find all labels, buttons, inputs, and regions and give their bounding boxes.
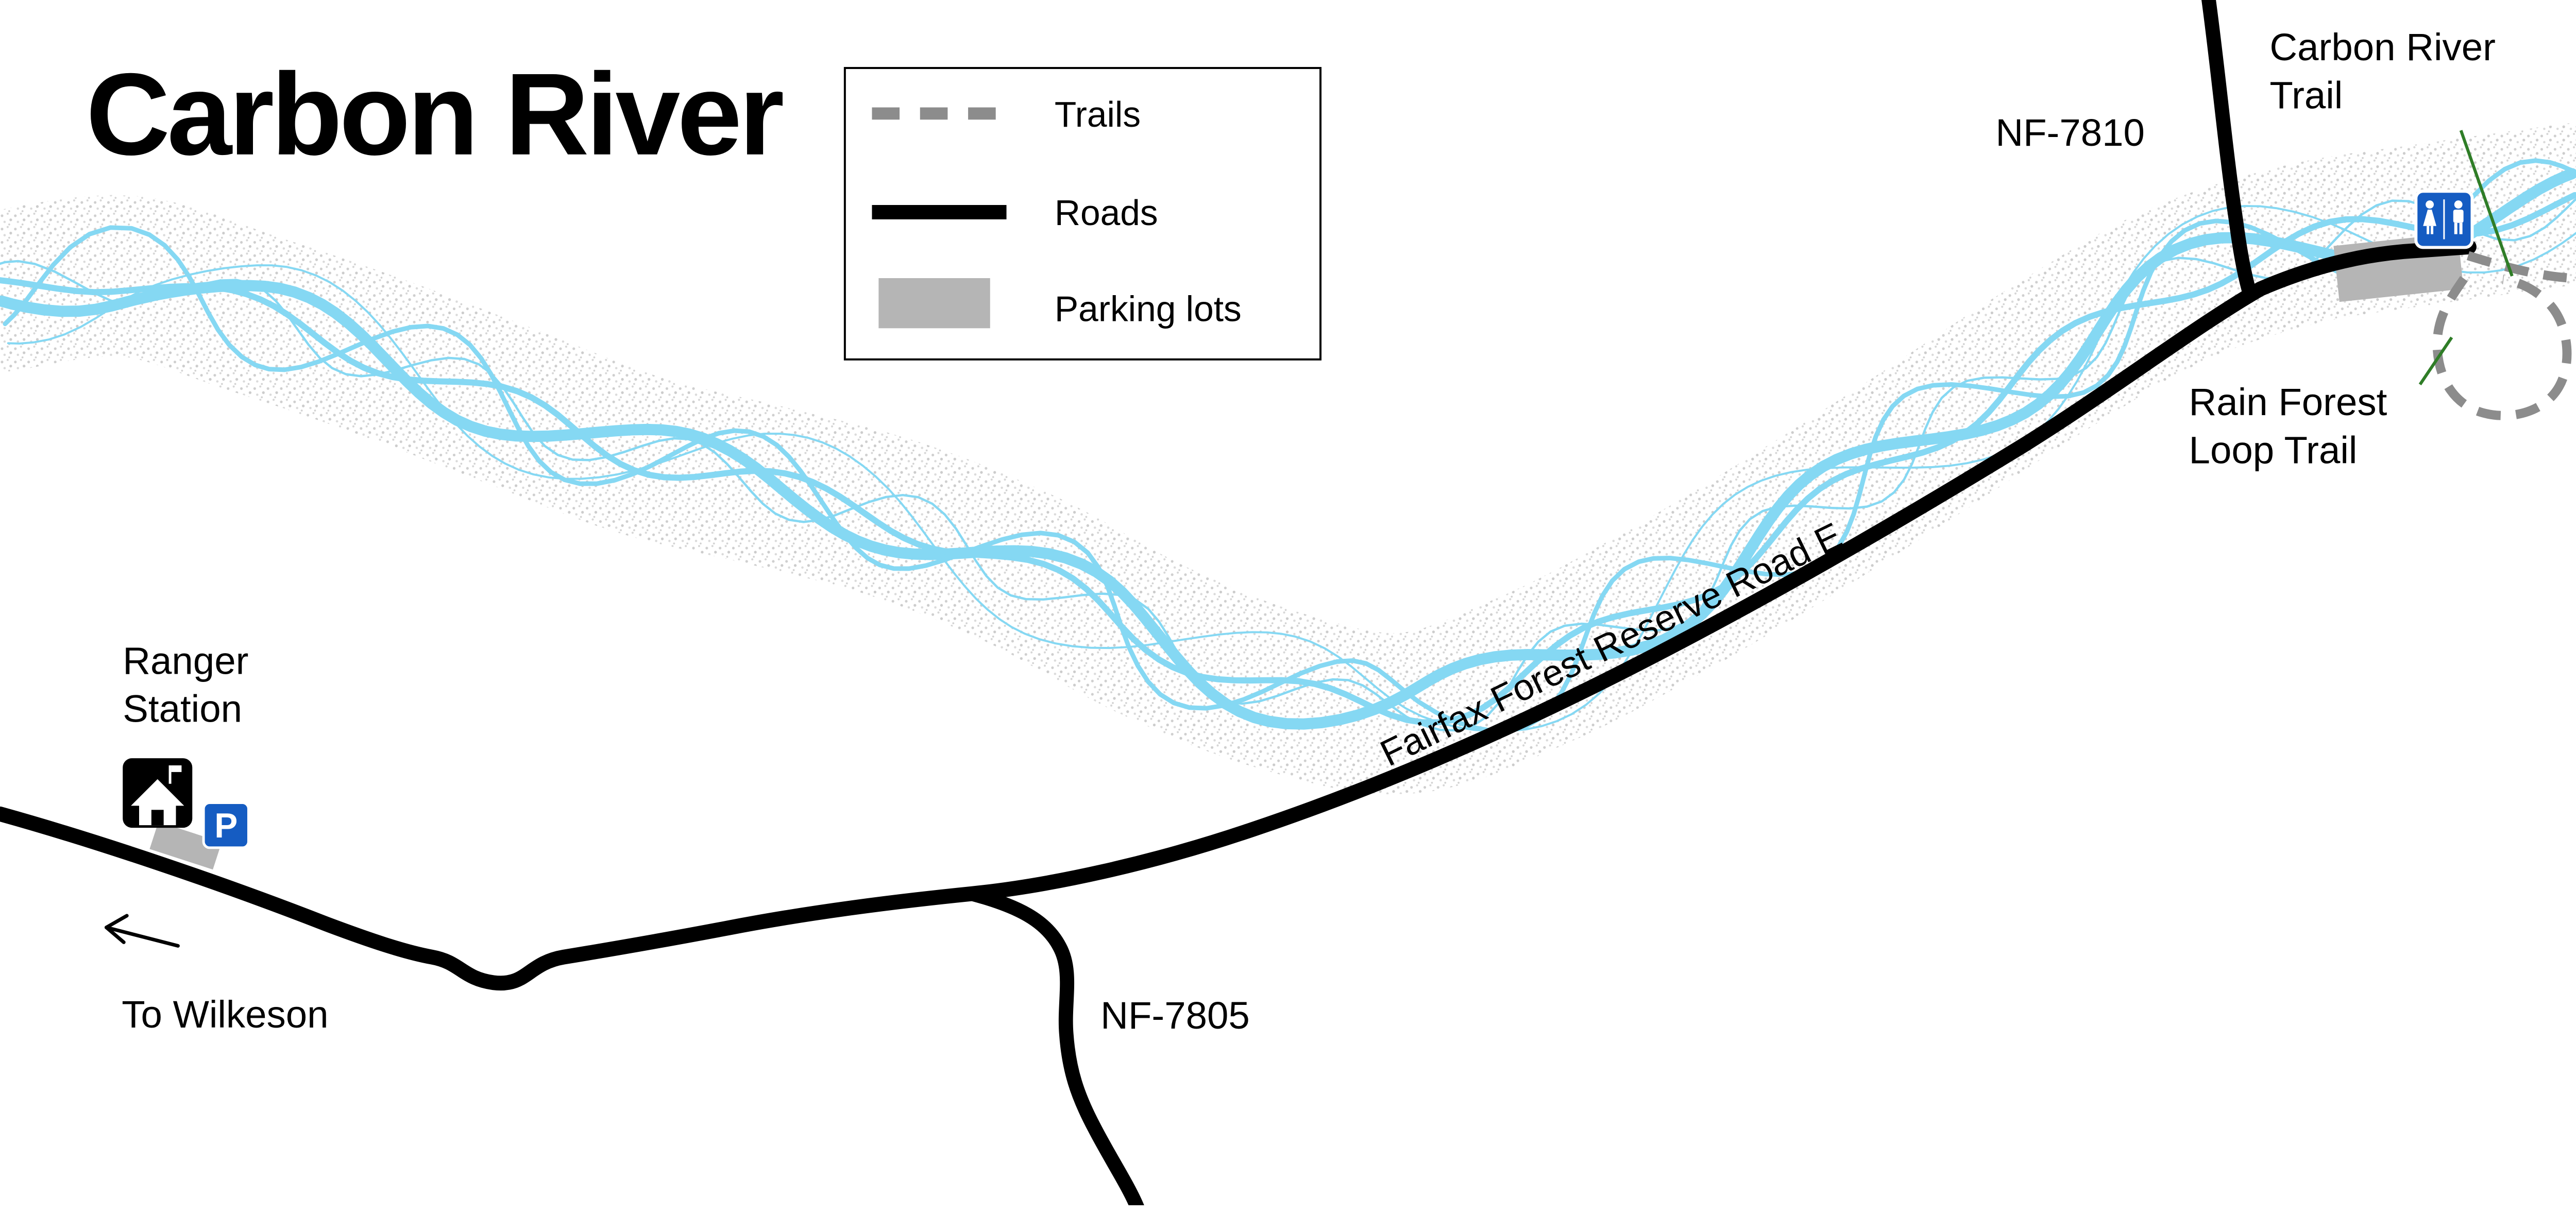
- restroom-male-leg-left: [2454, 223, 2458, 234]
- to-wilkeson-label: To Wilkeson: [122, 993, 328, 1036]
- restroom-female-leg-left: [2427, 226, 2430, 234]
- restroom-male-body: [2453, 209, 2464, 223]
- restroom-female-leg-right: [2431, 226, 2434, 234]
- legend-trails-label: Trails: [1055, 94, 1141, 134]
- leader-lines: [2418, 130, 2514, 386]
- ranger-station-icon: [123, 758, 193, 828]
- arrow-head: [105, 914, 129, 944]
- legend-parking-label: Parking lots: [1055, 288, 1242, 329]
- page-title: Carbon River: [86, 49, 783, 179]
- river: [0, 123, 2576, 795]
- rain-forest-loop-label-line2: Loop Trail: [2189, 429, 2358, 471]
- ranger-station-roof: [131, 779, 184, 806]
- ranger-station-label-line1: Ranger: [123, 639, 248, 682]
- to-wilkeson-arrow: [105, 914, 180, 948]
- river-channel-4: [7, 204, 2576, 732]
- nf-7805-road: [964, 886, 1144, 1205]
- ranger-station-flag-pole: [168, 765, 172, 784]
- carbon-river-trail-leader-line: [2459, 130, 2514, 277]
- ranger-station-door: [151, 810, 164, 826]
- parking-icon-background: [202, 801, 250, 849]
- river-channel-5: [0, 192, 2576, 726]
- carbon-river-trail: [2466, 251, 2576, 283]
- ranger-station-flag: [171, 765, 182, 772]
- nf-7810-label: NF-7810: [1995, 111, 2145, 154]
- legend-parking-sample: [878, 278, 990, 329]
- trails: [2432, 251, 2576, 420]
- arrow-shaft: [105, 926, 180, 948]
- restroom-icon: [2414, 190, 2474, 249]
- restroom-female-dress: [2423, 209, 2436, 226]
- carbon-river-trail-label-line1: Carbon River: [2269, 26, 2496, 69]
- nf-7805-label: NF-7805: [1100, 994, 1250, 1037]
- river-channel-main: [0, 168, 2576, 730]
- parking-icon: P: [202, 801, 250, 849]
- restroom-female-head: [2426, 200, 2434, 209]
- ranger-station-parking-lot: [149, 822, 222, 870]
- restroom-male-head: [2454, 200, 2463, 209]
- rain-forest-loop-leader-line: [2418, 336, 2453, 386]
- legend: Trails Roads Parking lots: [843, 67, 1322, 361]
- legend-roads-label: Roads: [1055, 193, 1158, 233]
- fairfax-forest-reserve-road: [0, 240, 2477, 991]
- ranger-station-label-line2: Station: [123, 688, 242, 730]
- carbon-river-trail-label-line2: Trail: [2269, 74, 2343, 116]
- parking-icon-letter: P: [214, 807, 238, 845]
- river-channel-2: [3, 158, 2574, 733]
- restroom-male-leg-right: [2459, 223, 2463, 234]
- nf-7810-road: [2201, 0, 2257, 299]
- rain-forest-loop-trail: [2432, 275, 2572, 420]
- roads: [0, 0, 2477, 1205]
- rain-forest-loop-label-line1: Rain Forest: [2189, 381, 2387, 423]
